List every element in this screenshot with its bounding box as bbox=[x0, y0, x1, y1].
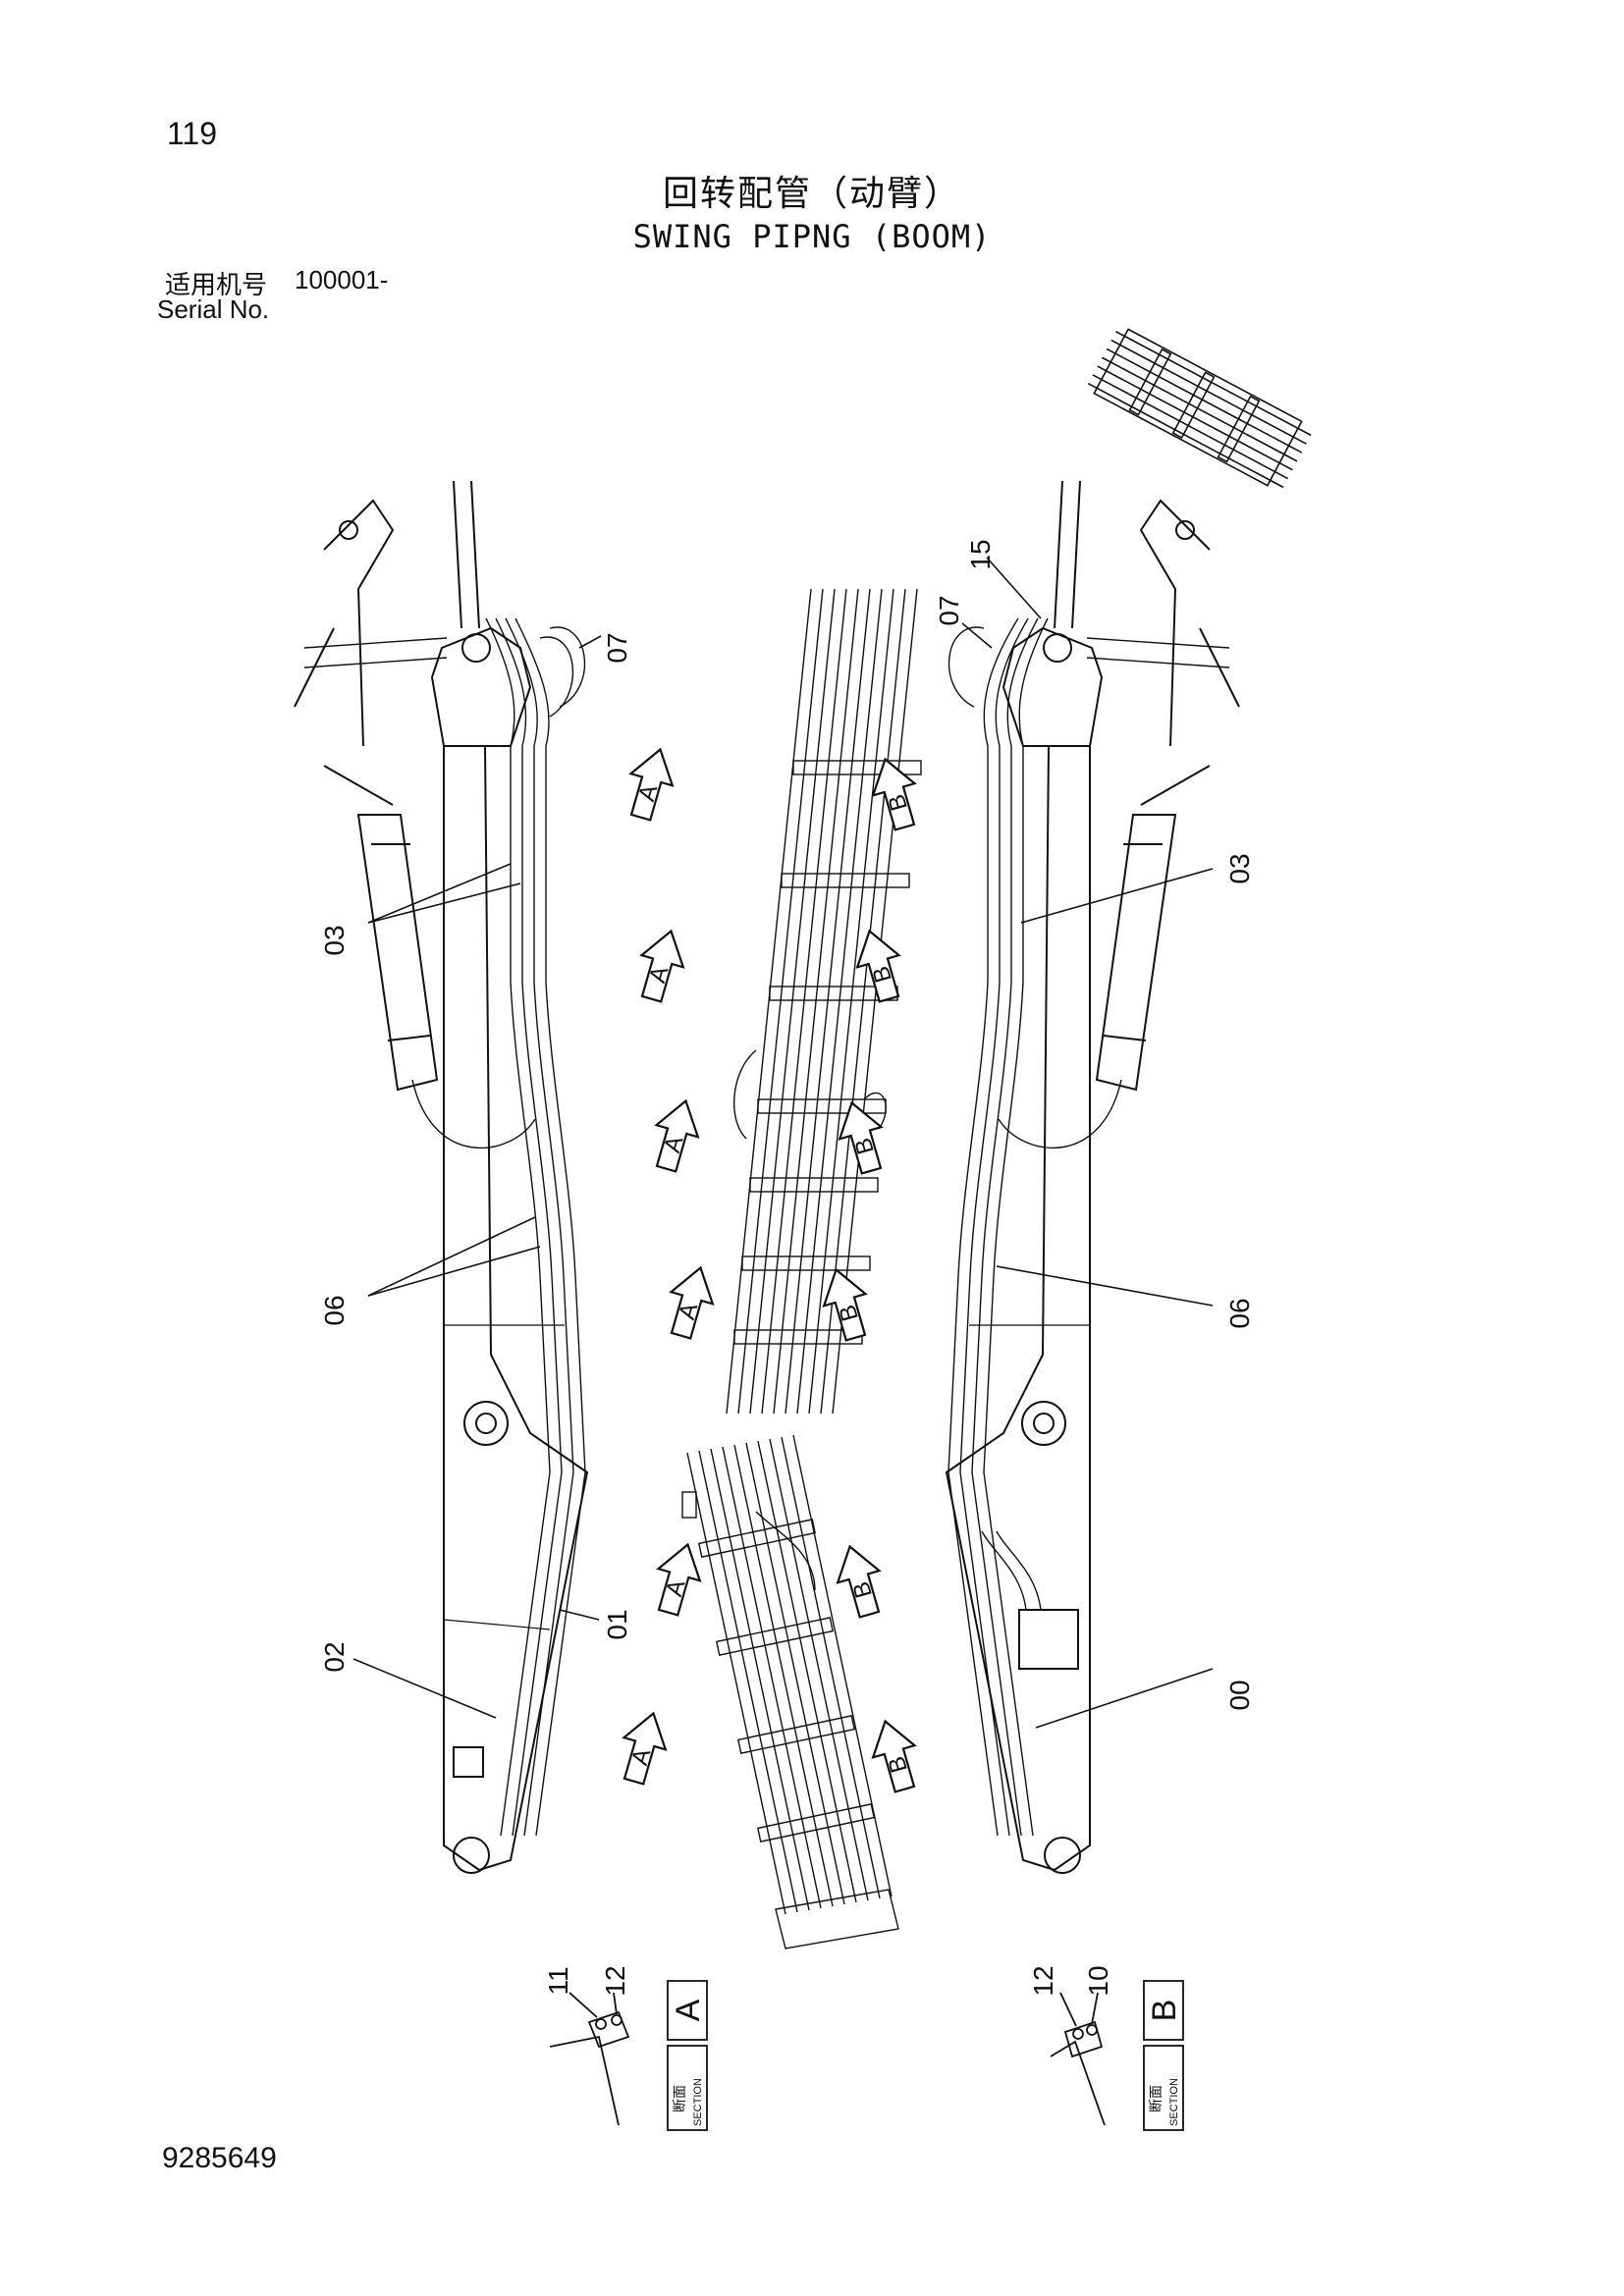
view-arrow-b-label: B bbox=[848, 1578, 878, 1601]
section-a-part-11: 11 bbox=[543, 1966, 573, 1995]
view-arrow-a-label: A bbox=[644, 963, 674, 986]
view-arrow-b-label: B bbox=[868, 963, 897, 986]
title-english: SWING PIPNG (BOOM) bbox=[632, 218, 992, 255]
left-callout-01: 01 bbox=[602, 1609, 632, 1639]
left-callout-06: 06 bbox=[319, 1295, 350, 1325]
view-arrow-b-label: B bbox=[884, 791, 913, 814]
view-arrows-a: A A A A A A bbox=[612, 742, 723, 1789]
section-a-detail bbox=[549, 1992, 630, 2126]
left-boom-view bbox=[294, 480, 589, 1874]
center-hose-bundle-upper bbox=[726, 588, 922, 1415]
view-arrows-b: B B B B B B bbox=[814, 752, 927, 1796]
right-callout-00: 00 bbox=[1224, 1680, 1255, 1710]
left-callout-leaders bbox=[352, 635, 602, 1719]
right-callout-06: 06 bbox=[1224, 1298, 1255, 1328]
right-callout-15: 15 bbox=[965, 539, 996, 569]
section-b-en: SECTION bbox=[1168, 2078, 1180, 2126]
page-number: 119 bbox=[167, 116, 218, 151]
view-arrow-a-label: A bbox=[659, 1133, 688, 1155]
view-arrow-a-label: A bbox=[626, 1745, 656, 1768]
right-callout-03: 03 bbox=[1224, 853, 1255, 883]
left-callout-07: 07 bbox=[602, 632, 632, 663]
left-callout-03: 03 bbox=[319, 925, 350, 955]
section-b-label: B 断面 SECTION bbox=[1143, 1980, 1184, 2131]
document-number: 9285649 bbox=[162, 2142, 277, 2174]
view-arrow-b-label: B bbox=[884, 1753, 913, 1776]
right-callout-07: 07 bbox=[934, 595, 964, 625]
view-arrow-b-label: B bbox=[850, 1135, 880, 1157]
section-a-part-12: 12 bbox=[600, 1965, 630, 1996]
view-arrow-b-label: B bbox=[835, 1302, 864, 1324]
center-hose-bundle-lower bbox=[681, 1434, 899, 1949]
serial-range: 100001- bbox=[295, 265, 389, 294]
section-a-cn: 断面 bbox=[673, 2085, 688, 2112]
serial-label-english: Serial No. bbox=[157, 294, 270, 324]
section-b-part-10: 10 bbox=[1083, 1965, 1113, 1996]
view-arrow-a-label: A bbox=[661, 1576, 690, 1599]
serial-label-chinese: 适用机号 bbox=[165, 271, 268, 300]
right-callout-leaders bbox=[961, 557, 1214, 1729]
left-callout-02: 02 bbox=[319, 1641, 350, 1672]
thumbnail-detail bbox=[1087, 328, 1312, 489]
title-chinese: 回转配管（动臂） bbox=[662, 174, 961, 214]
right-boom-view bbox=[945, 480, 1240, 1874]
section-b-letter: B bbox=[1146, 2000, 1183, 2022]
section-b-detail bbox=[1050, 1992, 1106, 2126]
section-a-letter: A bbox=[670, 1999, 707, 2021]
view-arrow-a-label: A bbox=[633, 781, 663, 804]
section-a-en: SECTION bbox=[692, 2078, 704, 2126]
section-b-part-12: 12 bbox=[1028, 1965, 1058, 1996]
view-arrow-a-label: A bbox=[674, 1300, 703, 1322]
section-a-label: A 断面 SECTION bbox=[667, 1980, 708, 2131]
section-b-cn: 断面 bbox=[1149, 2085, 1164, 2112]
